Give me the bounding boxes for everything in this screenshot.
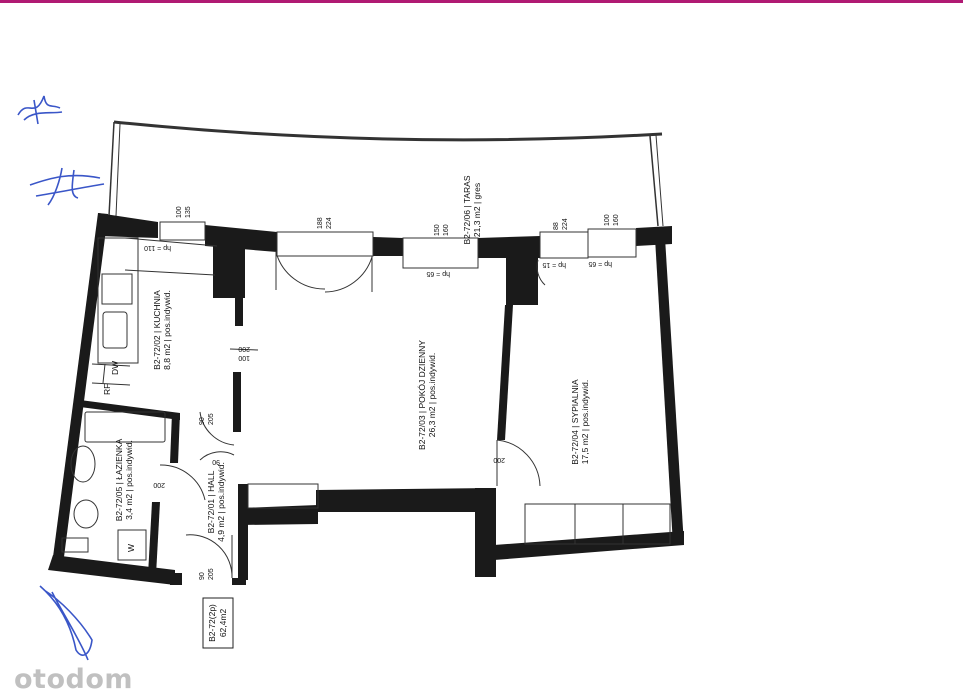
svg-text:150: 150 — [434, 224, 441, 236]
top-accent-bar — [0, 0, 963, 3]
svg-text:100: 100 — [238, 354, 250, 361]
svg-text:B2-72/04 | SYPIALNIA: B2-72/04 | SYPIALNIA — [570, 379, 580, 465]
svg-text:160: 160 — [613, 214, 620, 226]
svg-text:17,5 m2 | pos.indywid.: 17,5 m2 | pos.indywid. — [580, 380, 590, 464]
svg-text:hp = 15: hp = 15 — [542, 261, 566, 268]
fridge-label: RF — [102, 384, 112, 395]
otodom-watermark: otodom — [14, 664, 134, 695]
svg-text:200: 200 — [493, 456, 505, 463]
walls — [48, 213, 684, 585]
svg-text:200: 200 — [153, 481, 165, 488]
handwritten-signature — [17, 95, 105, 661]
terrace-outline — [108, 120, 664, 227]
svg-text:8,8 m2 | pos.indywid.: 8,8 m2 | pos.indywid. — [162, 290, 172, 370]
svg-text:62,4m2: 62,4m2 — [218, 609, 228, 638]
svg-text:B2-72(2p): B2-72(2p) — [207, 604, 217, 642]
svg-text:4,9 m2 | pos.indywid.: 4,9 m2 | pos.indywid. — [216, 462, 226, 542]
svg-text:hp = 65: hp = 65 — [588, 260, 612, 267]
svg-text:160: 160 — [443, 224, 450, 236]
unit-label: B2-72(2p) 62,4m2 — [202, 597, 234, 649]
svg-text:B2-72/05 | ŁAZIENKA: B2-72/05 | ŁAZIENKA — [114, 438, 124, 521]
room-label-kitchen: B2-72/02 | KUCHNIA 8,8 m2 | pos.indywid. — [152, 290, 172, 370]
svg-text:100: 100 — [604, 214, 611, 226]
svg-text:188: 188 — [317, 217, 324, 229]
svg-text:224: 224 — [562, 218, 569, 230]
room-label-bedroom: B2-72/04 | SYPIALNIA 17,5 m2 | pos.indyw… — [570, 379, 590, 465]
svg-text:21,3 m2 | gres: 21,3 m2 | gres — [472, 183, 482, 237]
svg-text:hp = 110: hp = 110 — [144, 244, 171, 251]
svg-text:100: 100 — [176, 206, 183, 218]
svg-text:B2-72/01 | HALL: B2-72/01 | HALL — [206, 470, 216, 533]
dishwasher-label: DW — [110, 361, 120, 375]
svg-text:B2-72/03 | POKÓJ DZIENNY: B2-72/03 | POKÓJ DZIENNY — [417, 340, 427, 450]
svg-text:135: 135 — [185, 206, 192, 218]
svg-text:90: 90 — [199, 572, 206, 580]
svg-text:200: 200 — [238, 345, 250, 352]
room-label-bathroom: B2-72/05 | ŁAZIENKA 3,4 m2 | pos.indywid… — [114, 438, 134, 521]
room-label-living: B2-72/03 | POKÓJ DZIENNY 26,3 m2 | pos.i… — [417, 340, 437, 450]
svg-text:90: 90 — [212, 458, 220, 465]
svg-text:224: 224 — [326, 217, 333, 229]
svg-text:B2-72/02 | KUCHNIA: B2-72/02 | KUCHNIA — [152, 290, 162, 370]
svg-text:90: 90 — [199, 417, 206, 425]
dimension-labels: 100 135 hp = 110 188 224 150 160 hp = 65… — [144, 206, 620, 580]
svg-text:26,3 m2 | pos.indywid.: 26,3 m2 | pos.indywid. — [427, 353, 437, 437]
svg-text:3,4 m2 | pos.indywid.: 3,4 m2 | pos.indywid. — [124, 440, 134, 520]
svg-text:88: 88 — [553, 222, 560, 230]
washer-label: W — [126, 544, 136, 552]
room-label-hall: B2-72/01 | HALL 4,9 m2 | pos.indywid. — [206, 462, 226, 542]
room-label-terrace: B2-72/06 | TARAS 21,3 m2 | gres — [462, 175, 482, 244]
svg-text:B2-72/06 | TARAS: B2-72/06 | TARAS — [462, 175, 472, 244]
svg-text:hp = 65: hp = 65 — [426, 270, 450, 277]
interior-lines — [61, 221, 671, 579]
svg-text:205: 205 — [208, 413, 215, 425]
svg-text:205: 205 — [208, 568, 215, 580]
